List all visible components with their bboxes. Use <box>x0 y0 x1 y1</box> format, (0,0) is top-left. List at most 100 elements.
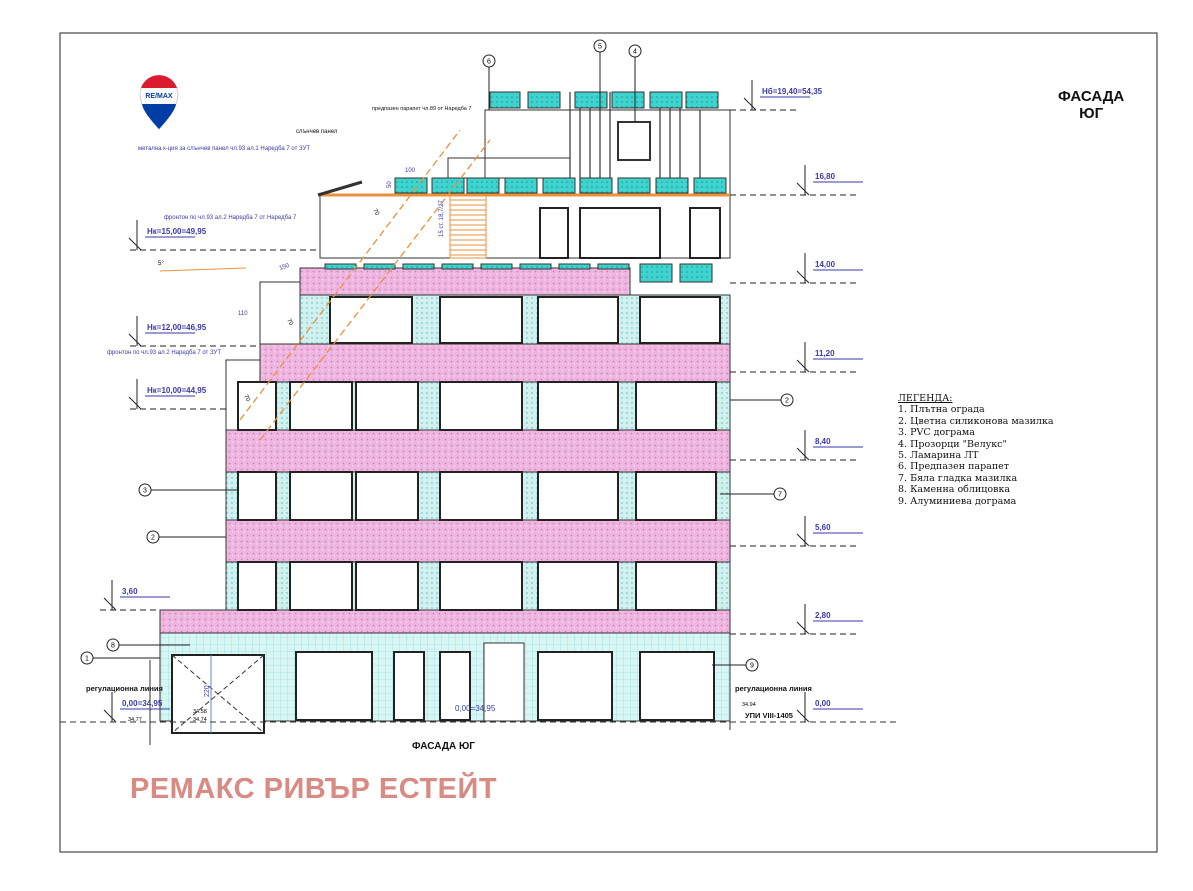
glass-parapet-panel <box>431 177 465 194</box>
ground-mark-left: 34,77 <box>128 717 142 723</box>
ground-floor-band <box>159 609 731 634</box>
level-marker <box>796 533 810 547</box>
legend-item: 8. Каменна облицовка <box>898 484 1011 496</box>
sheet-frame <box>59 32 1158 853</box>
window <box>635 381 717 431</box>
window <box>439 561 523 611</box>
level-label: 5,60 <box>815 523 831 532</box>
garage-door <box>171 654 265 734</box>
window <box>355 471 419 521</box>
slope-line <box>159 267 247 272</box>
glass-parapet-panel <box>558 263 591 270</box>
window <box>439 651 471 721</box>
callout-circle <box>593 39 607 53</box>
remax-logo: RE/MAX <box>139 75 179 130</box>
annotation-gable-lower: фронтон по чл.93 ал.2 Наредба 7 от ЗУТ <box>107 350 221 356</box>
dim-70: 70 <box>285 318 294 327</box>
callout-number: 2 <box>785 398 789 405</box>
window <box>355 381 419 431</box>
window <box>689 207 721 259</box>
window <box>237 471 277 521</box>
window <box>393 651 425 721</box>
gable-upper-box <box>259 281 301 345</box>
dim-110: 110 <box>238 311 248 317</box>
annotation-gable-upper: фронтон по чл.93 ал.2 Наредба 7 от Наред… <box>164 215 297 221</box>
callout-circle <box>482 54 496 68</box>
legend-item: 4. Прозорци "Велукс" <box>898 438 1007 450</box>
level-marker <box>128 237 142 251</box>
callout-number: 8 <box>111 643 115 650</box>
level-marker <box>128 333 142 347</box>
callout-number: 7 <box>778 492 782 499</box>
level-marker <box>796 182 810 196</box>
legend-item: 5. Ламарина ЛТ <box>898 450 979 462</box>
window <box>635 561 717 611</box>
glass-parapet-panel <box>685 91 719 109</box>
level-label: Hб=19,40=54,35 <box>762 87 823 96</box>
pink-band <box>225 519 731 563</box>
window <box>289 471 353 521</box>
glass-parapet-panel <box>441 263 474 270</box>
glass-parapet-panel <box>324 263 357 270</box>
dim-70: 70 <box>242 394 251 403</box>
level-label: 8,40 <box>815 437 831 446</box>
velux-window <box>617 121 651 161</box>
sheet-title-line1: ФАСАДА <box>1058 88 1125 105</box>
window <box>329 296 413 344</box>
window <box>537 381 619 431</box>
window <box>539 207 569 259</box>
window <box>639 296 721 344</box>
windows <box>237 207 721 721</box>
legend-title: ЛЕГЕНДА: <box>898 393 953 404</box>
annotation-stairs: 15 ст. 18,7/27 <box>439 200 445 237</box>
brand-watermark: РЕМАКС РИВЪР ЕСТЕЙТ <box>130 773 498 805</box>
dim-100: 100 <box>405 168 416 174</box>
callout-circle <box>146 530 160 544</box>
callout-number: 6 <box>487 59 491 66</box>
pink-band <box>259 343 731 383</box>
glass-parapet-panel <box>394 177 428 194</box>
dim-150: 150 <box>279 263 291 272</box>
pink-band <box>225 429 731 473</box>
window <box>289 381 353 431</box>
level-marker <box>103 709 117 723</box>
upi-label: УПИ VIII-1405 <box>745 711 793 720</box>
stairs <box>449 195 487 259</box>
window <box>579 207 661 259</box>
level-marker <box>796 447 810 461</box>
window <box>295 651 373 721</box>
level-marker <box>796 709 810 723</box>
ground-mark-right: 34.94 <box>742 702 756 708</box>
legend-item: 1. Плътна ограда <box>898 404 985 416</box>
window <box>439 296 523 344</box>
level-label: Hк=15,00=49,95 <box>147 227 207 236</box>
glass-parapet-panel <box>489 91 521 109</box>
glass-parapet-panel <box>527 91 561 109</box>
glass-parapet-panel <box>363 263 396 270</box>
level-label: 0,00 <box>815 699 831 708</box>
glass-parapet-panel <box>579 177 613 194</box>
legend-item: 7. Бяла гладка мазилка <box>898 472 1018 484</box>
window <box>537 651 613 721</box>
sheet-title: ФАСАДА ЮГ <box>1058 88 1124 122</box>
glass-parapet-panel <box>617 177 651 194</box>
level-label: 14,00 <box>815 260 836 269</box>
svg-text:RE/MAX: RE/MAX <box>145 93 173 100</box>
dim-50: 50 <box>387 181 393 188</box>
glass-parapet-panel <box>519 263 552 270</box>
floor5-wall <box>319 194 731 259</box>
callout-circle <box>745 658 759 672</box>
level-label: 11,20 <box>815 349 835 358</box>
glass-parapet-panel <box>611 91 645 109</box>
glass-parapet-panel <box>597 263 630 270</box>
annotation-parapet: предпазен парапет чл.89 от Наредба 7 <box>372 106 471 112</box>
level-label: Hк=12,00=46,95 <box>147 323 207 332</box>
facade-caption: ФАСАДА ЮГ <box>412 741 475 752</box>
regulation-line-right-label: регулационна линия <box>735 684 812 693</box>
dim-220: 220 <box>204 685 211 697</box>
callout-number: 2 <box>151 535 155 542</box>
level-marker <box>796 621 810 635</box>
annotation-metal-structure: метална к-ция за слънчев панел чл.93 ал.… <box>138 146 310 152</box>
callout-circle <box>773 487 787 501</box>
